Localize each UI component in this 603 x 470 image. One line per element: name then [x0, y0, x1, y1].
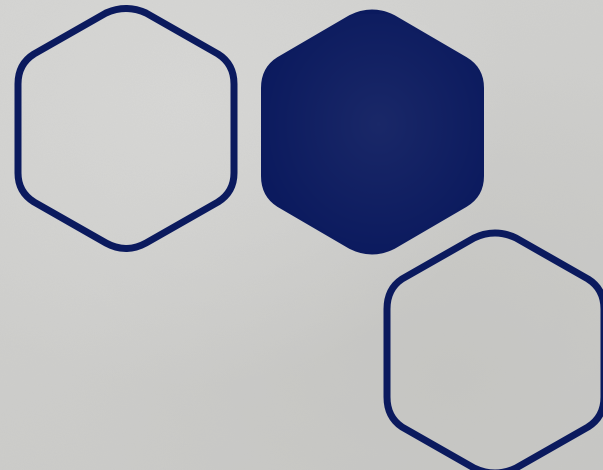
outline-hexagon-left [14, 5, 238, 252]
filled-hexagon-center [261, 9, 484, 255]
outline-hexagon-lower-right [383, 229, 603, 470]
